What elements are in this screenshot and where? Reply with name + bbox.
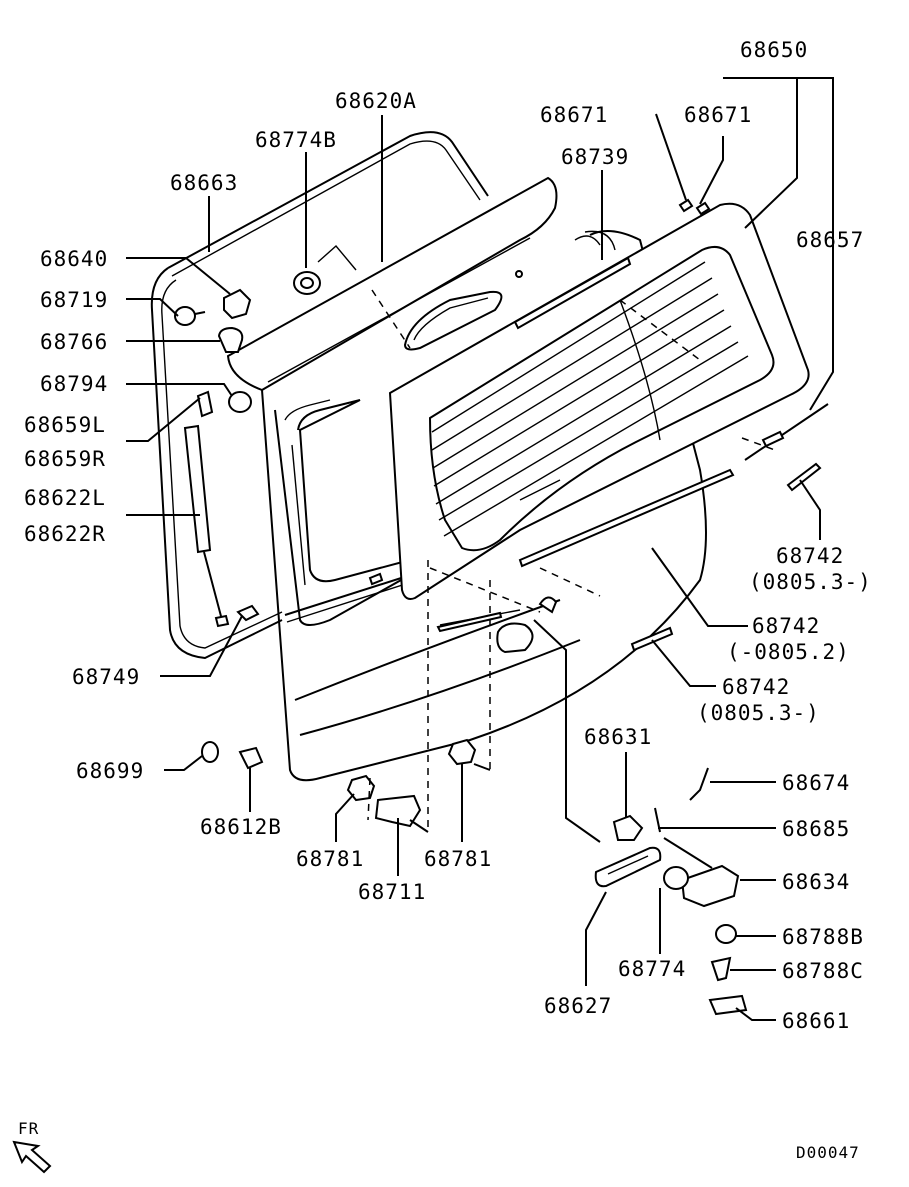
- label-68699: 68699: [76, 759, 144, 783]
- label-68663: 68663: [170, 171, 238, 195]
- label-68657: 68657: [796, 228, 864, 252]
- label-68627: 68627: [544, 994, 612, 1018]
- label-68742-b-note: (-0805.2): [727, 640, 850, 664]
- label-68719: 68719: [40, 288, 108, 312]
- label-68774: 68774: [618, 957, 686, 981]
- glass-68657: [388, 202, 810, 600]
- label-68620A: 68620A: [335, 89, 417, 113]
- part-labels: 68650 68620A 68671 68671 68774B 68739 68…: [24, 38, 872, 1033]
- label-68742-a: 68742: [776, 544, 844, 568]
- label-68774B: 68774B: [255, 128, 337, 152]
- label-68794: 68794: [40, 372, 108, 396]
- front-direction-marker: FR: [12, 1119, 52, 1174]
- label-68685: 68685: [782, 817, 850, 841]
- label-68742-a-note: (0805.3-): [749, 570, 872, 594]
- label-68640: 68640: [40, 247, 108, 271]
- molding-strips: [436, 198, 829, 652]
- label-68622R: 68622R: [24, 522, 106, 546]
- gas-strut-68622: [183, 424, 230, 628]
- label-68781-left: 68781: [296, 847, 364, 871]
- label-68650: 68650: [740, 38, 808, 62]
- tailgate-door-68620A: [226, 176, 707, 782]
- label-68742-b: 68742: [752, 614, 820, 638]
- label-68788B: 68788B: [782, 925, 864, 949]
- label-68674: 68674: [782, 771, 850, 795]
- diagram-code: D00047: [796, 1143, 860, 1162]
- dashed-guides: [367, 289, 776, 832]
- label-68766: 68766: [40, 330, 108, 354]
- label-68631: 68631: [584, 725, 652, 749]
- label-68612B: 68612B: [200, 815, 282, 839]
- label-68659R: 68659R: [24, 447, 106, 471]
- leader-lines: [126, 77, 834, 1021]
- label-68749: 68749: [72, 665, 140, 689]
- label-68622L: 68622L: [24, 486, 106, 510]
- front-direction-arrow-icon: [12, 1140, 52, 1174]
- label-68659L: 68659L: [24, 413, 106, 437]
- defogger-lines: [431, 261, 749, 537]
- hardware-parts: [174, 271, 748, 1016]
- label-68671-right: 68671: [684, 103, 752, 127]
- label-68671-left: 68671: [540, 103, 608, 127]
- label-68711: 68711: [358, 880, 426, 904]
- label-68788C: 68788C: [782, 959, 864, 983]
- label-68661: 68661: [782, 1009, 850, 1033]
- label-68742-c-note: (0805.3-): [697, 701, 820, 725]
- label-68634: 68634: [782, 870, 850, 894]
- label-68739: 68739: [561, 145, 629, 169]
- weatherstrip-68663: [150, 131, 489, 660]
- label-68781-right: 68781: [424, 847, 492, 871]
- direction-label: FR: [18, 1119, 39, 1138]
- label-68742-c: 68742: [722, 675, 790, 699]
